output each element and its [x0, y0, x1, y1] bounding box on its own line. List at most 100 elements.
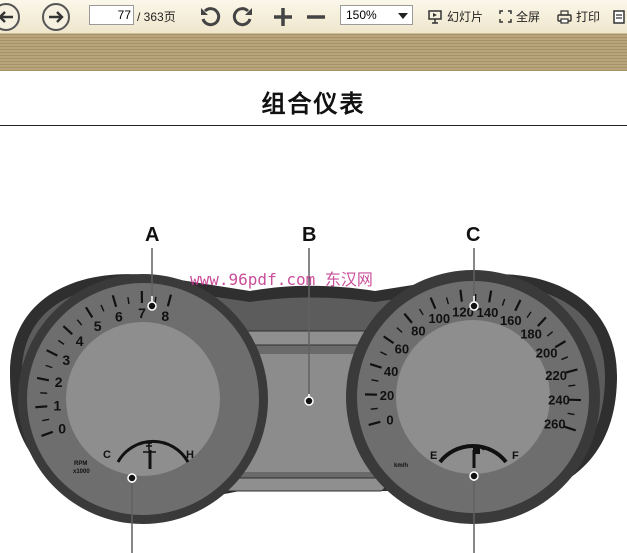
- speed-tick: [459, 289, 463, 302]
- speedometer-face: [396, 320, 550, 474]
- tach-number: 3: [62, 352, 70, 368]
- speed-tick: [546, 331, 554, 337]
- speed-number: 120: [452, 305, 474, 320]
- speed-number: 140: [477, 305, 499, 320]
- title-divider: [0, 125, 627, 126]
- slideshow-icon: [428, 9, 442, 24]
- tach-number: 6: [115, 308, 123, 324]
- fuel-full-label: F: [512, 450, 519, 462]
- speed-number: 220: [545, 368, 567, 383]
- speed-number: 40: [384, 364, 398, 379]
- speed-tick: [488, 290, 493, 303]
- chevron-down-icon: [398, 13, 408, 19]
- tach-unit-rpm: RPM: [74, 461, 87, 467]
- tach-tick: [111, 295, 118, 308]
- tach-number: 4: [76, 333, 84, 349]
- page-number-input[interactable]: 77: [89, 5, 134, 25]
- speed-unit: km/h: [394, 463, 408, 469]
- back-button[interactable]: [0, 0, 20, 33]
- tach-tick: [41, 430, 54, 437]
- speed-tick: [536, 316, 547, 327]
- speed-tick: [380, 351, 387, 356]
- speed-tick: [383, 335, 395, 345]
- temp-gauge-arc: [116, 439, 190, 463]
- header-band: [0, 34, 627, 71]
- zoom-value: 150%: [346, 8, 377, 22]
- zoom-in-button[interactable]: [272, 0, 294, 33]
- speed-tick: [565, 368, 578, 374]
- slideshow-button[interactable]: [428, 0, 442, 33]
- rotate-left-icon: [201, 6, 221, 26]
- speed-number: 200: [536, 346, 558, 361]
- speed-number: 260: [544, 417, 566, 432]
- callout-b: B: [302, 224, 316, 246]
- speed-tick: [526, 311, 532, 319]
- speed-tick: [396, 327, 403, 333]
- speed-number: 180: [520, 327, 542, 342]
- speed-number: 100: [428, 311, 450, 326]
- callout-a: A: [145, 224, 159, 246]
- fullscreen-icon: [499, 10, 512, 23]
- tach-number: 2: [55, 374, 63, 390]
- speed-tick: [568, 384, 576, 387]
- speed-number: 0: [386, 412, 393, 427]
- temp-hot-label: H: [186, 449, 194, 461]
- rotate-left-button[interactable]: [198, 0, 222, 33]
- page-title: 组合仪表: [261, 90, 366, 118]
- speed-tick: [370, 407, 378, 410]
- rotate-right-button[interactable]: [231, 0, 255, 33]
- coolant-temp-icon: [143, 441, 156, 453]
- fuel-empty-label: E: [430, 450, 437, 462]
- print-label[interactable]: 打印: [576, 10, 601, 24]
- speed-number: 60: [395, 342, 409, 357]
- rotate-right-icon: [232, 6, 252, 26]
- speed-tick: [418, 308, 424, 316]
- speed-tick: [403, 312, 413, 324]
- tach-tick: [127, 297, 130, 305]
- speed-tick: [445, 297, 450, 305]
- speed-tick: [514, 299, 522, 312]
- tach-tick: [36, 376, 50, 382]
- tachometer-face: [66, 322, 220, 476]
- temp-cold-label: C: [103, 449, 111, 461]
- zoom-select[interactable]: 150%: [340, 5, 413, 25]
- fullscreen-button[interactable]: [499, 0, 512, 33]
- bookmark-button[interactable]: [613, 0, 625, 33]
- tach-number: 5: [94, 318, 102, 334]
- tach-tick: [76, 319, 83, 326]
- speed-number: 240: [548, 392, 570, 407]
- zoom-out-button[interactable]: [305, 0, 327, 33]
- speed-tick: [501, 298, 506, 306]
- speed-tick: [561, 356, 569, 361]
- speed-number: 80: [411, 324, 425, 339]
- tach-tick: [46, 349, 58, 357]
- speed-tick: [563, 425, 577, 432]
- page-total: / 363页: [137, 10, 176, 24]
- fullscreen-label[interactable]: 全屏: [516, 10, 541, 24]
- tach-tick: [35, 405, 48, 409]
- tach-tick: [45, 364, 53, 369]
- tach-number: 8: [161, 308, 169, 324]
- tach-tick: [100, 304, 105, 312]
- speed-number: 160: [500, 313, 522, 328]
- tach-tick: [57, 339, 65, 345]
- tach-number: 0: [58, 420, 66, 436]
- speed-tick: [368, 420, 381, 427]
- tach-unit-x1000: x1000: [73, 469, 90, 475]
- callout-c: C: [466, 224, 480, 246]
- print-button[interactable]: [557, 0, 572, 33]
- speed-tick: [429, 297, 437, 310]
- slideshow-label[interactable]: 幻灯片: [447, 10, 484, 24]
- forward-button[interactable]: [42, 0, 70, 33]
- tach-tick: [42, 418, 50, 422]
- speed-number: 20: [380, 388, 394, 403]
- tach-tick: [62, 325, 73, 335]
- tach-number: 7: [138, 305, 146, 321]
- fuel-pump-icon: [473, 446, 485, 454]
- tach-number: 1: [53, 398, 61, 414]
- plus-icon: [274, 7, 292, 26]
- pdf-toolbar: 77 / 363页 150% 幻灯片 全屏 打印: [0, 0, 627, 34]
